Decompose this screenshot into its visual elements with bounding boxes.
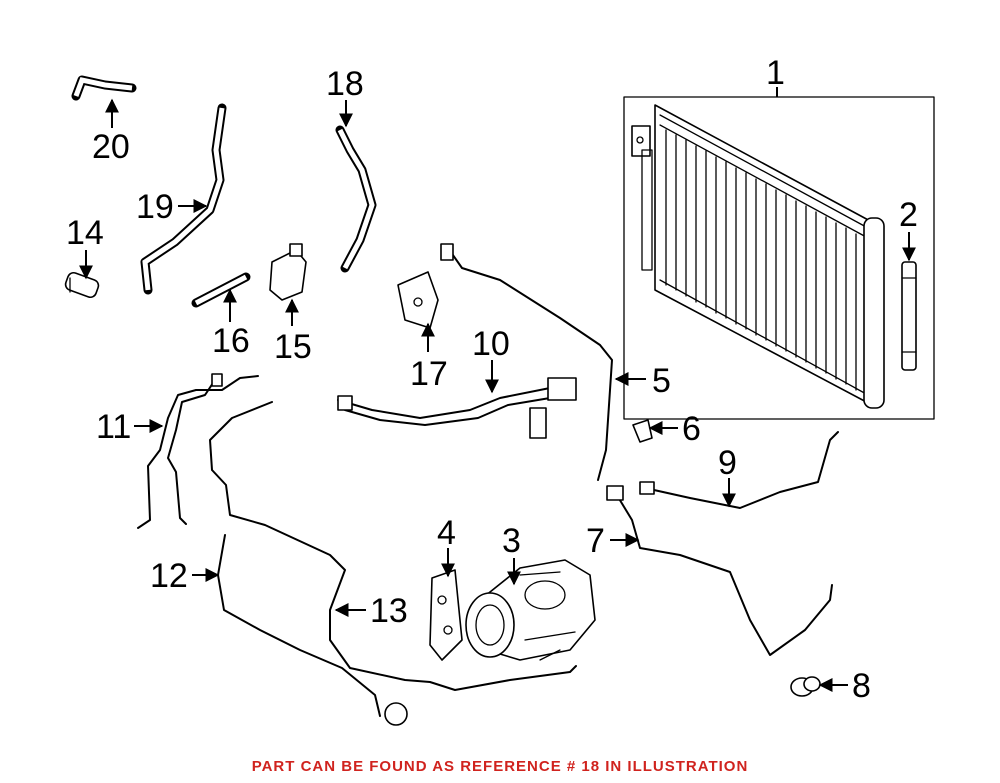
- part-5-line: [440, 243, 613, 481]
- part-19-hose: [140, 103, 227, 295]
- callout-19: 19: [136, 188, 174, 226]
- part-2-drier: [901, 261, 917, 371]
- callout-18: 18: [326, 65, 364, 103]
- callout-15: 15: [274, 328, 312, 366]
- reference-note: PART CAN BE FOUND AS REFERENCE # 18 IN I…: [251, 758, 749, 775]
- part-14-switch: [64, 271, 100, 299]
- part-12-hose: [217, 534, 408, 726]
- callout-9: 9: [718, 444, 737, 482]
- part-7-line: [606, 485, 833, 656]
- callout-20: 20: [92, 128, 130, 166]
- callout-labels: 1 2 3 4 5 6 7 8 9 10 11 12 13 14 15 16 1…: [66, 54, 918, 705]
- callout-2: 2: [899, 196, 918, 234]
- callout-8: 8: [852, 667, 871, 705]
- part-1-condenser: [623, 96, 935, 420]
- part-3-compressor: [465, 559, 596, 661]
- part-8-cap: [790, 676, 821, 697]
- callout-16: 16: [212, 322, 250, 360]
- part-13-line: [209, 401, 577, 691]
- part-20-hose: [71, 75, 137, 101]
- part-17-bracket: [397, 271, 439, 329]
- part-6-clip: [632, 419, 653, 443]
- part-18-hose: [335, 125, 377, 273]
- callout-7: 7: [586, 522, 605, 560]
- callout-13: 13: [370, 592, 408, 630]
- callout-1: 1: [766, 54, 785, 92]
- part-16-hose: [191, 272, 251, 308]
- callout-10: 10: [472, 325, 510, 363]
- part-11-hose: [137, 373, 259, 529]
- leader-lines: [79, 87, 916, 692]
- callout-4: 4: [437, 514, 456, 552]
- callout-14: 14: [66, 214, 104, 252]
- part-4-bracket: [429, 569, 463, 661]
- callout-5: 5: [652, 362, 671, 400]
- part-9-hose: [639, 431, 839, 509]
- condenser-callout-box: [623, 96, 935, 420]
- callout-6: 6: [682, 410, 701, 448]
- callout-3: 3: [502, 522, 521, 560]
- callout-11: 11: [96, 408, 131, 446]
- part-15-valve: [269, 243, 307, 301]
- callout-17: 17: [410, 355, 448, 393]
- callout-12: 12: [150, 557, 188, 595]
- part-10-line: [337, 377, 577, 439]
